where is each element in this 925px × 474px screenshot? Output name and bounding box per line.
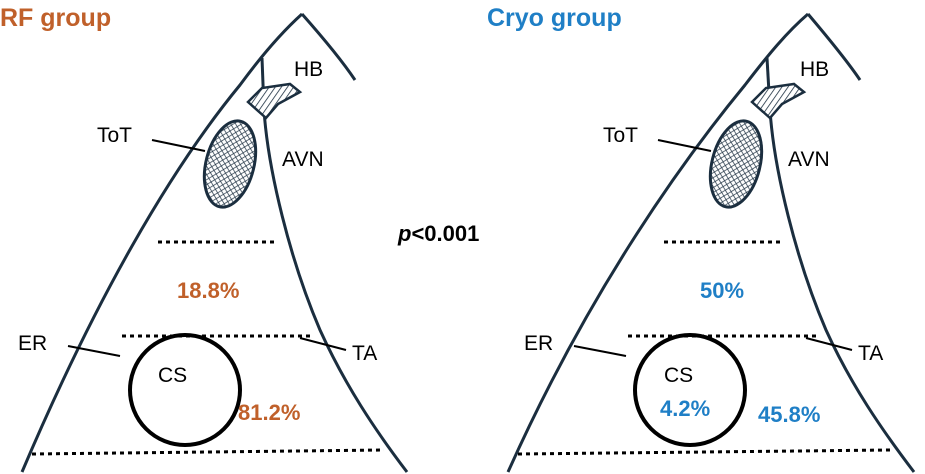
label-cs: CS <box>664 364 693 387</box>
er-leader <box>67 345 121 357</box>
dashed-line-lower <box>517 448 891 456</box>
triangle-outline <box>20 12 304 473</box>
ta-leader <box>299 337 347 351</box>
pct-cs-region: 4.2% <box>660 396 710 421</box>
dashed-line-lower <box>31 448 385 456</box>
label-ta: TA <box>858 342 883 365</box>
avn-ellipse <box>708 119 764 209</box>
pct-inferior-region: 81.2% <box>238 400 300 425</box>
label-er: ER <box>524 332 553 355</box>
triangle-outline-right <box>262 13 409 473</box>
panel-title-rf: RF group <box>0 4 111 32</box>
er-leader <box>573 345 627 357</box>
label-tot: ToT <box>97 124 132 147</box>
panel-title-cryo: Cryo group <box>487 4 622 32</box>
avn-ellipse <box>202 119 258 209</box>
p-value-italic: p <box>397 221 411 246</box>
tot-leader <box>657 139 712 152</box>
label-avn: AVN <box>282 148 324 171</box>
tot-leader <box>151 139 206 152</box>
p-value: p<0.001 <box>397 221 479 246</box>
triangle-outline <box>506 12 809 473</box>
ta-leader <box>805 337 853 351</box>
label-tot: ToT <box>603 124 638 147</box>
pct-inferior-region: 45.8% <box>758 402 820 427</box>
triangle-outline-right <box>768 13 916 473</box>
his-bundle-marker <box>750 82 807 120</box>
label-cs: CS <box>158 364 187 387</box>
p-value-rest: <0.001 <box>411 221 479 246</box>
label-avn: AVN <box>788 148 830 171</box>
panel-rf: RF group HB ToT AVN ER TA CS 18.8% 81.2% <box>0 4 409 473</box>
cs-circle <box>128 333 242 447</box>
his-bundle-marker <box>246 82 303 120</box>
label-hb: HB <box>800 58 829 81</box>
pct-middle-region: 18.8% <box>177 278 239 303</box>
label-ta: TA <box>352 342 377 365</box>
pct-middle-region: 50% <box>700 278 744 303</box>
label-hb: HB <box>294 58 323 81</box>
panel-cryo: Cryo group HB ToT AVN ER TA CS 50% 4.2% … <box>487 4 916 473</box>
cs-circle <box>633 333 747 447</box>
label-er: ER <box>18 332 47 355</box>
